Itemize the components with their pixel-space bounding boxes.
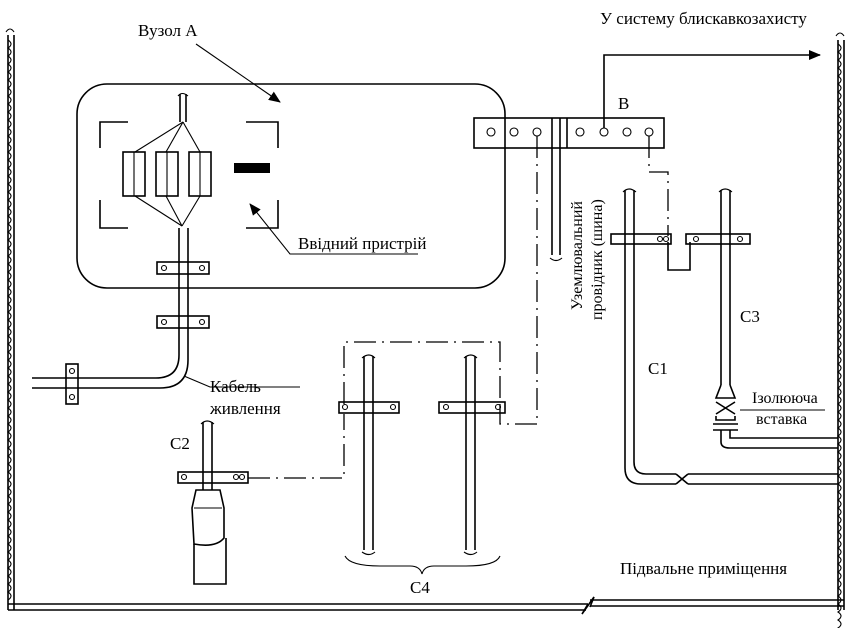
c4-brace: [344, 555, 501, 575]
bond-line-c2-to-c4: [248, 414, 345, 479]
earthing-bus-b: [473, 117, 665, 149]
c2-label: С2: [170, 434, 190, 453]
node-a-leader: [195, 43, 281, 103]
c3-label: С3: [740, 307, 760, 326]
floor: [8, 596, 844, 615]
insulating-label-1: Ізолююча: [752, 390, 818, 407]
node-a-label: Вузол А: [138, 21, 198, 40]
c4-label: С4: [410, 578, 430, 597]
bond-line-bus-to-c4: [499, 136, 538, 425]
cable-label-2: живлення: [209, 399, 281, 418]
input-device-fuses: [122, 92, 212, 227]
input-device-label: Ввідний пристрій: [298, 234, 426, 253]
input-device-leader: [249, 203, 418, 255]
pipe-c2: [177, 420, 249, 585]
pipe-c3: [685, 188, 838, 449]
supply-cable: [32, 228, 210, 405]
c1-label: С1: [648, 359, 668, 378]
left-wall: [5, 28, 15, 610]
earthing-conductor-label-2: провідник (шина): [589, 199, 606, 320]
bond-line-c4-loop: [343, 341, 501, 404]
earthing-conductor: [549, 118, 563, 262]
bus-b-label: В: [618, 94, 629, 113]
input-device-brackets: [99, 121, 279, 229]
earthing-conductor-label-1: Уземлювальний: [569, 201, 586, 310]
bond-line-bus-to-c1: [648, 136, 669, 236]
right-wall: [835, 32, 845, 628]
c1-c3-jumper: [667, 242, 691, 271]
pe-terminal-bar: [234, 163, 270, 173]
lightning-protection-arrow: [603, 50, 821, 128]
pipe-c4-right: [438, 354, 506, 556]
pipe-c1: [610, 188, 838, 485]
node-a-enclosure: [76, 83, 506, 289]
cable-leader: [183, 375, 300, 388]
lightning-protection-label: У систему блискавкозахисту: [600, 9, 807, 28]
pipe-c4-left: [338, 354, 400, 556]
cable-label-1: Кабель: [210, 377, 261, 396]
basement-label: Підвальне приміщення: [620, 559, 787, 578]
insulating-label-2: вставка: [756, 411, 807, 428]
